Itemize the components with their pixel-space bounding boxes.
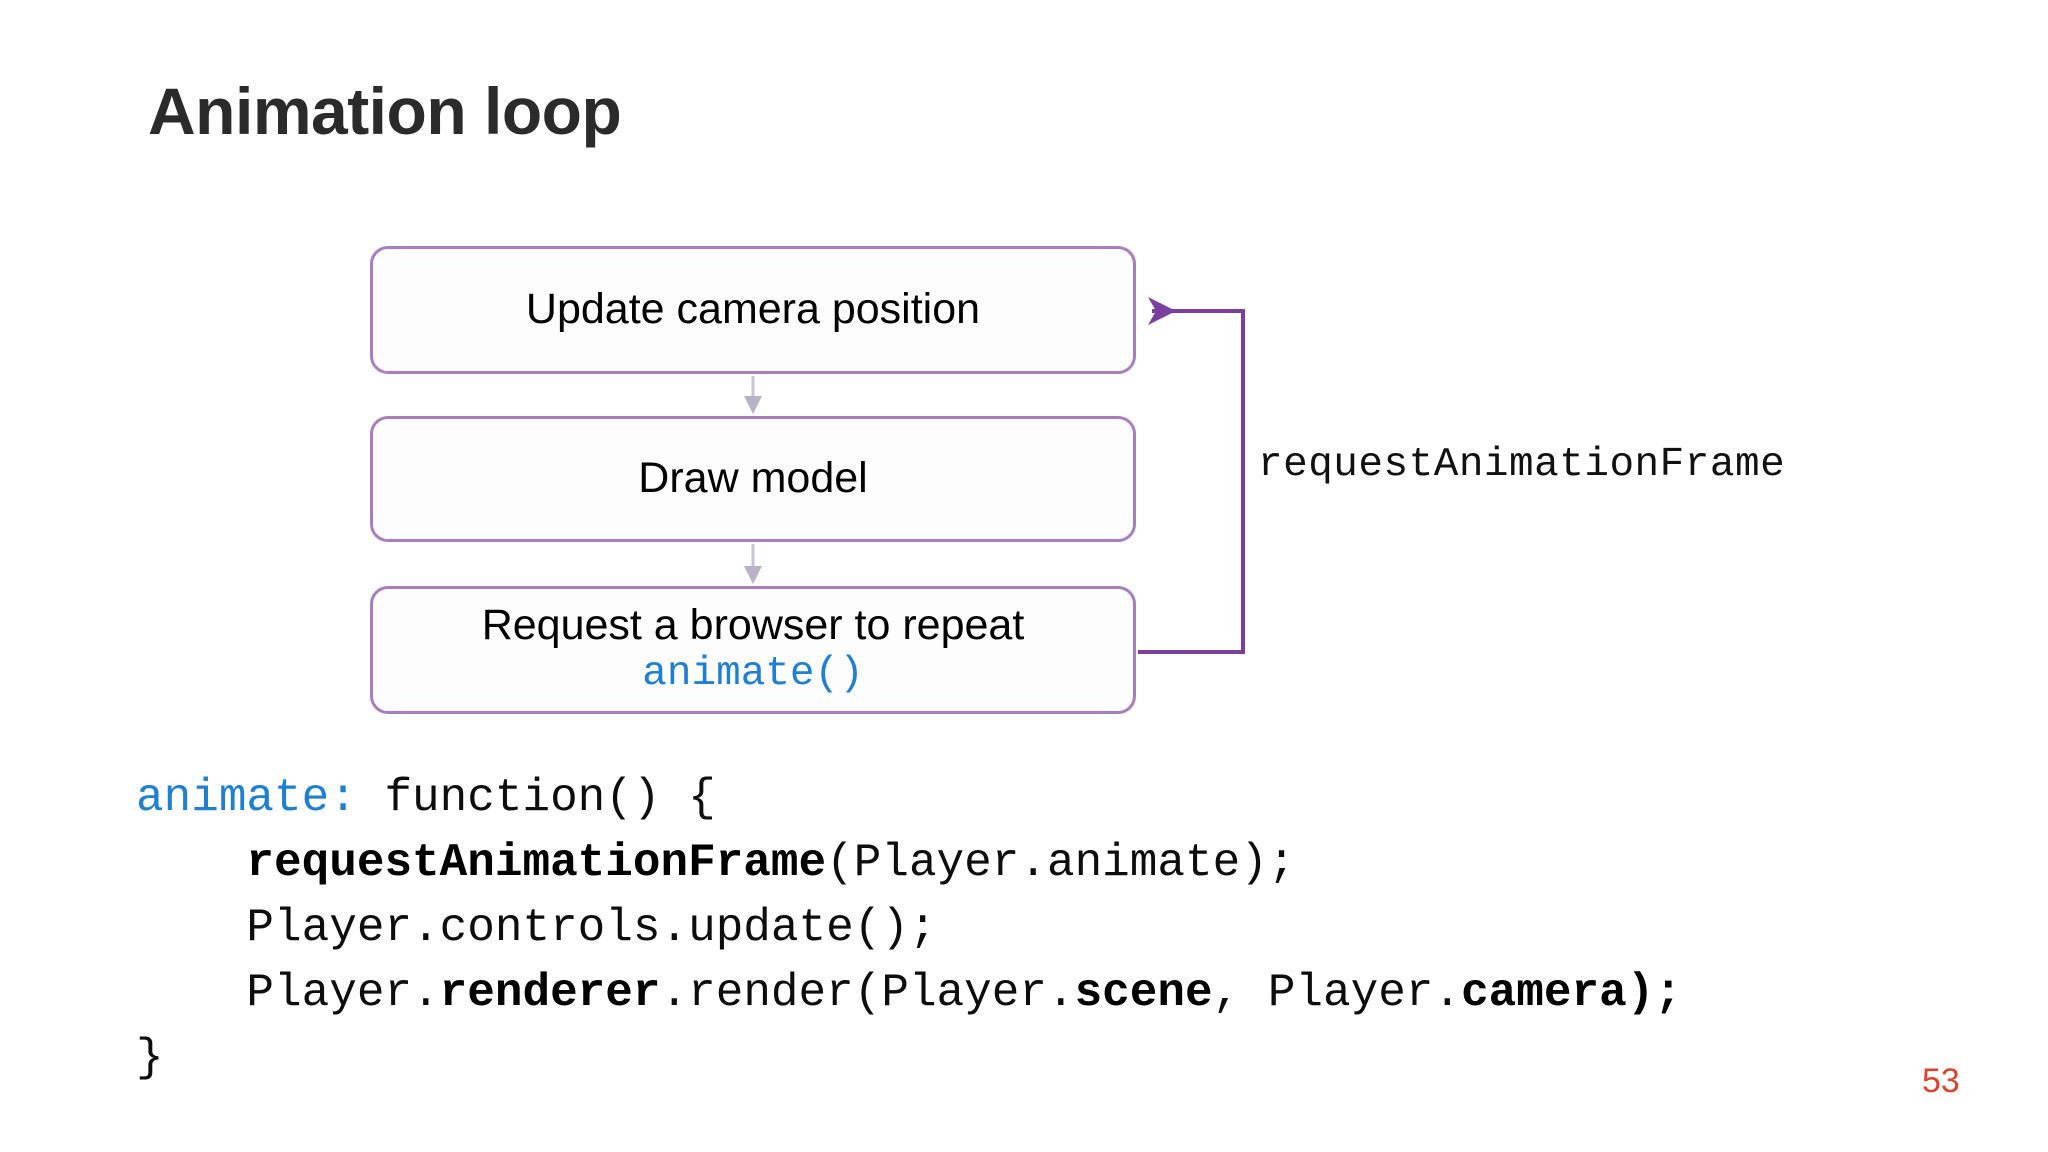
code-token: .render(Player. <box>660 967 1075 1019</box>
flow-step-label: Draw model <box>638 454 868 503</box>
code-token: (Player.animate); <box>826 837 1296 889</box>
code-token: function() { <box>356 772 716 824</box>
code-token: renderer <box>439 967 661 1019</box>
flow-step-update-camera[interactable]: Update camera position <box>370 246 1136 374</box>
flow-step-draw-model[interactable]: Draw model <box>370 416 1136 542</box>
code-token: , Player. <box>1212 967 1462 1019</box>
code-token: animate: <box>136 772 357 824</box>
animation-loop-flowchart: Update camera position Draw model Reques… <box>370 246 1786 714</box>
code-token: Player.controls.update(); <box>136 902 937 954</box>
flow-step-label: Update camera position <box>525 285 981 334</box>
code-token <box>136 837 246 889</box>
code-token: scene <box>1074 967 1213 1019</box>
page-title: Animation loop <box>148 74 622 148</box>
code-line: Player.controls.update(); <box>136 896 1682 961</box>
code-token: Player. <box>136 967 440 1019</box>
flow-step-label: Request a browser to repeat <box>481 600 1025 649</box>
code-token: } <box>136 1032 164 1084</box>
code-line: } <box>136 1026 1682 1091</box>
flow-step-code-label: animate() <box>642 651 864 698</box>
code-token: requestAnimationFrame <box>246 837 827 889</box>
loop-feedback-arrow <box>1138 297 1245 654</box>
code-token: ); <box>1626 967 1682 1019</box>
loop-arrow-label: requestAnimationFrame <box>1258 442 1786 488</box>
flow-step-request-repeat[interactable]: Request a browser to repeat animate() <box>370 586 1136 714</box>
code-line: Player.renderer.render(Player.scene, Pla… <box>136 961 1682 1026</box>
code-line: requestAnimationFrame(Player.animate); <box>136 831 1682 896</box>
page-number: 53 <box>1922 1062 1960 1100</box>
code-line: animate: function() { <box>136 766 1682 831</box>
code-listing: animate: function() { requestAnimationFr… <box>136 766 1682 1091</box>
code-token: camera <box>1461 967 1627 1019</box>
